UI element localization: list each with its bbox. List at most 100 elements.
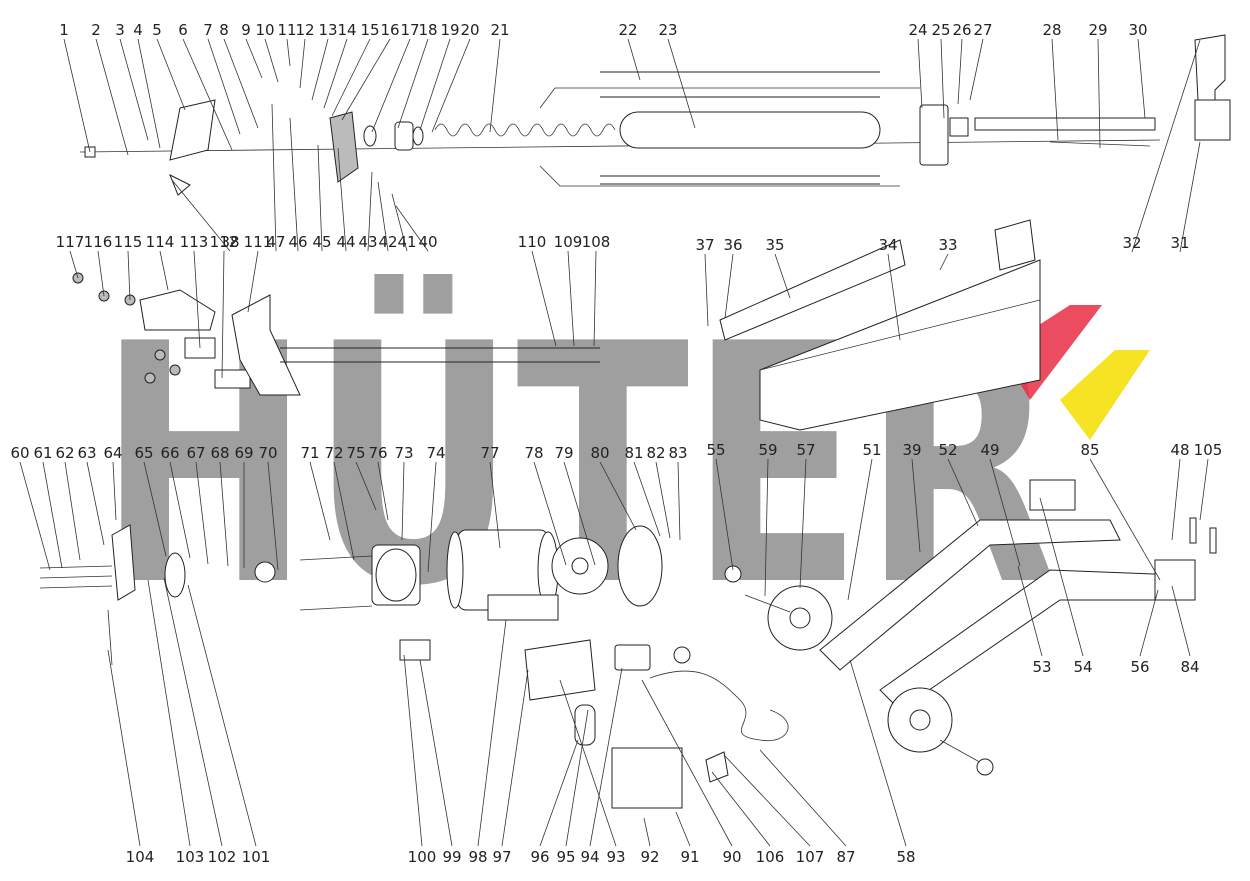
callout-28: 28 xyxy=(1042,21,1062,141)
callout-number: 49 xyxy=(980,441,999,459)
callout-20: 20 xyxy=(431,21,480,133)
callout-number: 40 xyxy=(418,233,437,251)
callout-leader-line xyxy=(633,461,661,537)
callout-number: 104 xyxy=(126,848,155,866)
callout-leader-line xyxy=(187,584,257,847)
electrical-assembly xyxy=(524,639,789,809)
callout-49: 49 xyxy=(980,441,1021,567)
callout-117: 117 xyxy=(56,233,85,279)
callout-82: 82 xyxy=(646,444,671,539)
callout-leader-line xyxy=(286,38,291,67)
callout-number: 59 xyxy=(758,441,777,459)
callout-number: 7 xyxy=(203,21,213,39)
callout-number: 102 xyxy=(208,848,237,866)
callout-leader-line xyxy=(163,577,223,847)
callout-26: 26 xyxy=(952,21,972,105)
callout-number: 105 xyxy=(1194,441,1223,459)
callout-38: 38 xyxy=(171,179,240,252)
callout-number: 13 xyxy=(318,21,337,39)
callout-number: 1 xyxy=(59,21,69,39)
callout-number: 62 xyxy=(55,444,74,462)
callout-number: 21 xyxy=(490,21,509,39)
callout-leader-line xyxy=(1179,141,1201,253)
callout-number: 83 xyxy=(668,444,687,462)
callout-35: 35 xyxy=(765,236,791,299)
callout-leader-line xyxy=(704,253,709,327)
callout-leader-line xyxy=(86,461,105,546)
callout-leader-line xyxy=(367,171,373,252)
callout-79: 79 xyxy=(554,444,596,566)
callout-leader-line xyxy=(1039,497,1084,657)
callout-leader-line xyxy=(395,205,429,252)
callout-leader-line xyxy=(219,461,229,567)
callout-leader-line xyxy=(641,679,733,847)
callout-leader-line xyxy=(589,667,623,847)
callout-48: 48 xyxy=(1170,441,1190,541)
callout-16: 16 xyxy=(341,21,400,121)
callout-number: 71 xyxy=(300,444,319,462)
callout-leader-line xyxy=(341,38,391,121)
callout-leader-line xyxy=(1051,38,1059,141)
callout-number: 41 xyxy=(397,233,416,251)
callout-9: 9 xyxy=(241,21,263,79)
callout-number: 37 xyxy=(695,236,714,254)
callout-leader-line xyxy=(667,38,696,129)
callout-19: 19 xyxy=(419,21,460,131)
callout-leader-line xyxy=(63,38,91,153)
callout-14: 14 xyxy=(323,21,357,109)
callout-63: 63 xyxy=(77,444,105,546)
callout-leader-line xyxy=(299,38,306,89)
callout-leader-line xyxy=(1171,585,1191,657)
callout-leader-line xyxy=(565,709,589,847)
callout-leader-line xyxy=(599,461,637,531)
callout-leader-line xyxy=(147,579,191,847)
callout-number: 3 xyxy=(115,21,125,39)
callout-number: 33 xyxy=(938,236,957,254)
callout-leader-line xyxy=(723,754,811,847)
callout-85: 85 xyxy=(1080,441,1161,581)
callout-37: 37 xyxy=(695,236,715,327)
callout-44: 44 xyxy=(336,147,356,252)
callout-leader-line xyxy=(355,461,377,511)
callout-46: 46 xyxy=(288,117,308,252)
callout-leader-line xyxy=(371,38,411,133)
callout-number: 67 xyxy=(186,444,205,462)
callout-6: 6 xyxy=(178,21,233,151)
callout-number: 55 xyxy=(706,441,725,459)
callout-leader-line xyxy=(655,461,671,539)
callout-number: 19 xyxy=(440,21,459,39)
callout-leader-line xyxy=(69,250,79,279)
callout-leader-line xyxy=(207,38,241,135)
callout-leader-line xyxy=(403,654,423,847)
callout-leader-line xyxy=(711,771,771,847)
callout-leader-line xyxy=(337,147,347,252)
callout-number: 53 xyxy=(1032,658,1051,676)
callout-27: 27 xyxy=(969,21,993,101)
callout-leader-line xyxy=(391,193,408,252)
callout-number: 56 xyxy=(1130,658,1149,676)
callout-leader-line xyxy=(1097,38,1101,149)
callout-number: 47 xyxy=(266,233,285,251)
callout-number: 117 xyxy=(56,233,85,251)
callout-leader-line xyxy=(137,38,161,149)
callout-number: 76 xyxy=(368,444,387,462)
callout-22: 22 xyxy=(618,21,641,81)
callout-62: 62 xyxy=(55,444,81,561)
callout-leader-line xyxy=(567,250,575,347)
callout-107: 107 xyxy=(723,754,824,866)
callout-number: 90 xyxy=(722,848,741,866)
callout-10: 10 xyxy=(255,21,279,83)
callout-number: 46 xyxy=(288,233,307,251)
callout-number: 94 xyxy=(580,848,599,866)
callout-number: 57 xyxy=(796,441,815,459)
callout-74: 74 xyxy=(426,444,446,573)
callout-94: 94 xyxy=(580,667,623,866)
callout-number: 116 xyxy=(84,233,113,251)
callout-leader-line xyxy=(195,461,209,565)
callout-leader-line xyxy=(1017,565,1043,657)
callout-number: 23 xyxy=(658,21,677,39)
callout-number: 6 xyxy=(178,21,188,39)
callout-number: 63 xyxy=(77,444,96,462)
callout-number: 91 xyxy=(680,848,699,866)
